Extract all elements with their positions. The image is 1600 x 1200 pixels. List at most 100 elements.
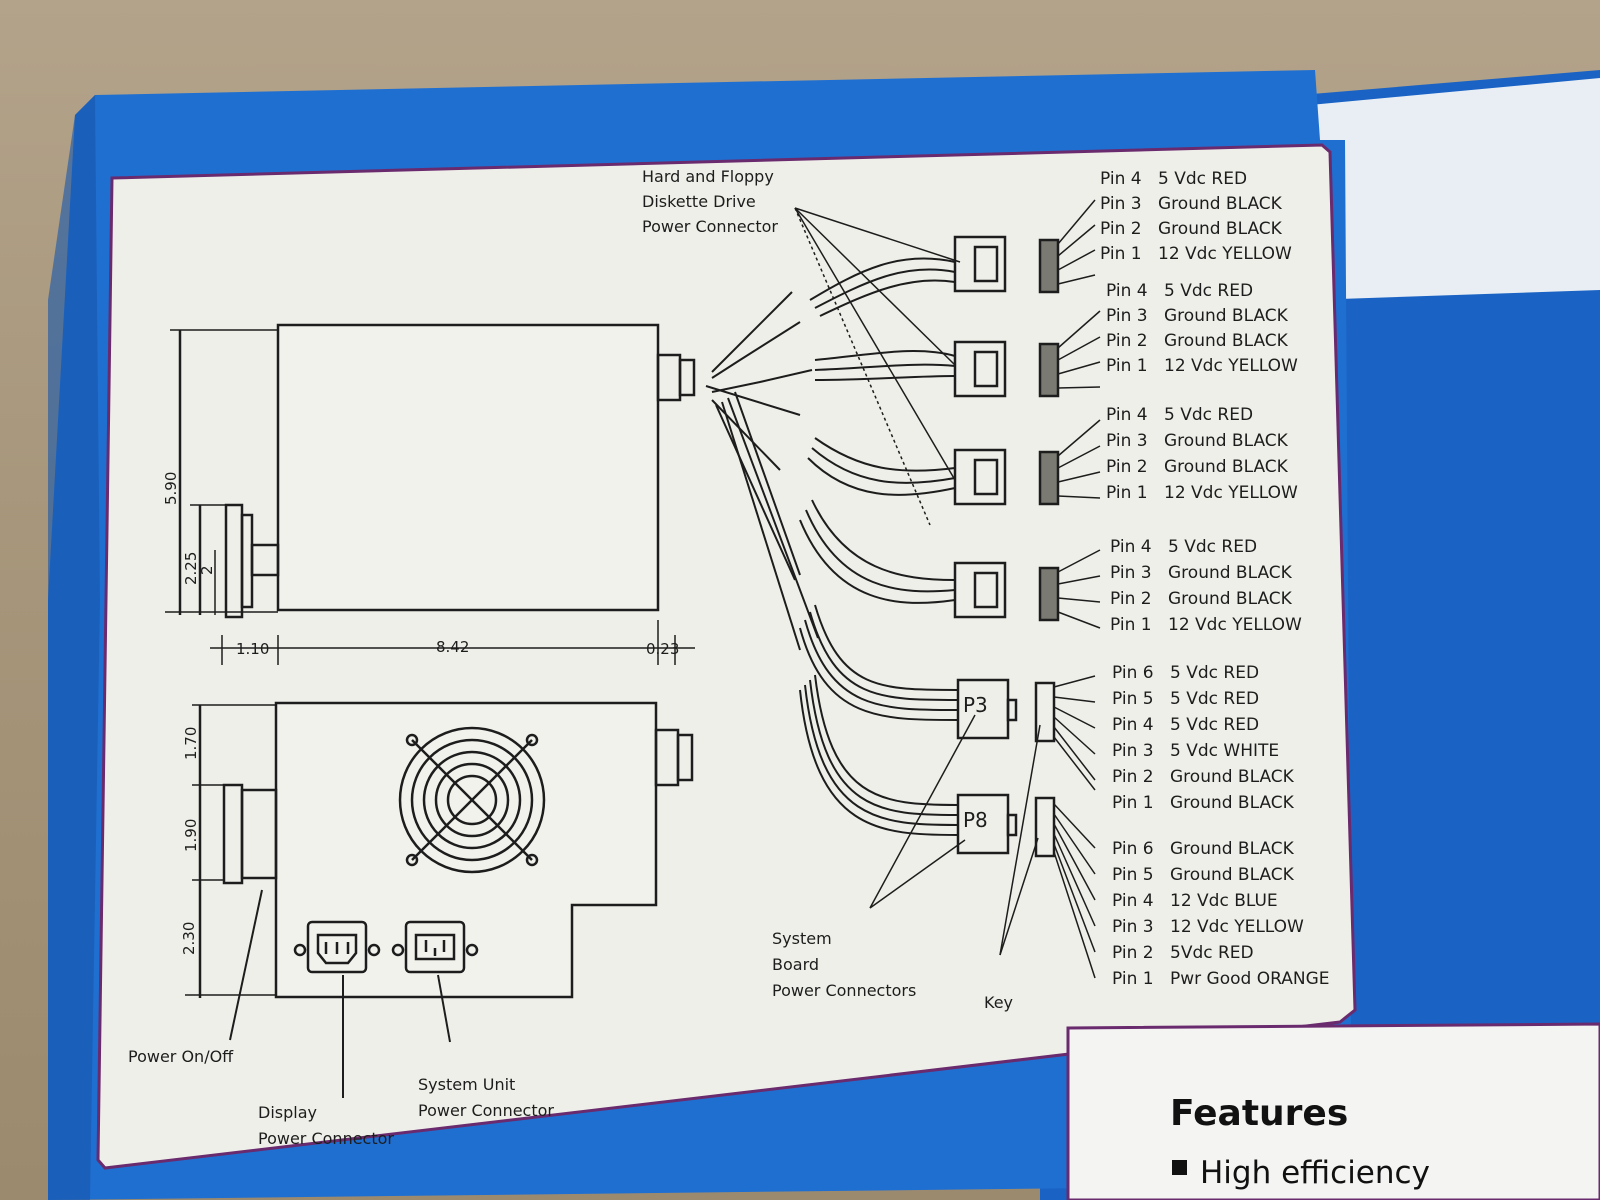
- pin-description: Ground BLACK: [1170, 793, 1295, 813]
- pin-number: Pin 3: [1106, 306, 1148, 326]
- bullet-icon: [1172, 1160, 1187, 1175]
- pin-description: 5Vdc RED: [1170, 943, 1254, 963]
- pin-description: 12 Vdc BLUE: [1170, 891, 1278, 911]
- pin-number: Pin 3: [1100, 194, 1142, 214]
- pin-table-p8: Pin 6 Ground BLACK Pin 5 Ground BLACK Pi…: [1112, 839, 1329, 989]
- pin-table-p3: Pin 6 5 Vdc RED Pin 5 5 Vdc RED Pin 4 5 …: [1112, 663, 1295, 813]
- board-caption-line-2: Board: [772, 955, 819, 974]
- pin-number: Pin 1: [1106, 356, 1148, 376]
- pin-number: Pin 3: [1112, 917, 1154, 937]
- pin-number: Pin 2: [1112, 767, 1154, 787]
- pin-description: 12 Vdc YELLOW: [1164, 356, 1298, 376]
- psu-top-switch: [250, 543, 280, 577]
- features-title: Features: [1170, 1093, 1348, 1134]
- pin-number: Pin 5: [1112, 689, 1154, 709]
- dim-length-label: 8.42: [436, 638, 469, 656]
- pin-description: Ground BLACK: [1170, 767, 1295, 787]
- box-face-shade: [48, 95, 100, 1200]
- box-lid-white: [1310, 78, 1600, 300]
- psu-rear-switch: [240, 788, 278, 880]
- pin-description: Pwr Good ORANGE: [1170, 969, 1329, 989]
- pin-number: Pin 4: [1106, 405, 1148, 425]
- pin-number: Pin 1: [1100, 244, 1142, 264]
- pin-description: Ground BLACK: [1164, 306, 1289, 326]
- system-unit-power-socket-icon: [391, 920, 479, 974]
- pin-number: Pin 1: [1110, 615, 1152, 635]
- pin-description: 5 Vdc RED: [1164, 405, 1253, 425]
- board-connector-p3: [956, 678, 1056, 743]
- display-connector-label-2: Power Connector: [258, 1129, 394, 1148]
- pin-description: Ground BLACK: [1168, 589, 1293, 609]
- dim-right-offset-label: 0.23: [646, 640, 679, 658]
- system-unit-label-2: Power Connector: [418, 1101, 554, 1120]
- pin-number: Pin 5: [1112, 865, 1154, 885]
- pin-description: 5 Vdc RED: [1170, 663, 1259, 683]
- dim-left-offset-label: 1.10: [236, 640, 269, 658]
- pin-number: Pin 4: [1112, 715, 1154, 735]
- board-connector-p8: [956, 793, 1056, 858]
- pin-table-drive-4: Pin 4 5 Vdc RED Pin 3 Ground BLACK Pin 2…: [1110, 537, 1302, 635]
- dim-switch-small-label: 2: [198, 565, 216, 575]
- pin-description: Ground BLACK: [1164, 431, 1289, 451]
- fan-icon: [398, 726, 546, 874]
- drive-connector-1: [953, 235, 1060, 294]
- pin-number: Pin 2: [1112, 943, 1154, 963]
- system-unit-label-1: System Unit: [418, 1075, 515, 1094]
- p3-label: P3: [963, 693, 988, 717]
- dim-lower-label: 2.30: [180, 922, 198, 955]
- psu-top-body: [276, 323, 660, 612]
- pin-number: Pin 3: [1112, 741, 1154, 761]
- pin-description: Ground BLACK: [1164, 457, 1289, 477]
- drive-connector-caption: Hard and Floppy Diskette Drive Power Con…: [642, 167, 778, 236]
- key-label: Key: [984, 993, 1013, 1012]
- pin-number: Pin 3: [1110, 563, 1152, 583]
- bottom-callouts: Power On/Off Display Power Connector Sys…: [128, 1047, 554, 1148]
- pin-description: Ground BLACK: [1158, 219, 1283, 239]
- dim-switch-label: 2.25: [182, 552, 200, 585]
- pin-description: 12 Vdc YELLOW: [1170, 917, 1304, 937]
- pin-number: Pin 2: [1100, 219, 1142, 239]
- pin-table-drive-1: Pin 4 5 Vdc RED Pin 3 Ground BLACK Pin 2…: [1100, 169, 1292, 264]
- psu-top-cable-grommet-ribs: [678, 358, 696, 397]
- psu-rear-body: [274, 701, 658, 999]
- drive-caption-line-3: Power Connector: [642, 217, 778, 236]
- psu-top-dimensions: 5.90 2.25 2 1.10 8.42 0.23: [162, 472, 679, 658]
- drive-connector-2: [953, 340, 1060, 398]
- pin-description: 12 Vdc YELLOW: [1164, 483, 1298, 503]
- pin-number: Pin 2: [1110, 589, 1152, 609]
- feature-item-high-efficiency: High efficiency: [1200, 1155, 1430, 1191]
- pin-number: Pin 1: [1106, 483, 1148, 503]
- board-connector-caption: System Board Power Connectors: [772, 929, 916, 1000]
- pin-description: 12 Vdc YELLOW: [1158, 244, 1292, 264]
- pin-description: 5 Vdc RED: [1164, 281, 1253, 301]
- drive-connector-3: [953, 448, 1060, 506]
- pin-number: Pin 1: [1112, 969, 1154, 989]
- board-caption-line-3: Power Connectors: [772, 981, 916, 1000]
- pin-number: Pin 6: [1112, 663, 1154, 683]
- psu-rear-view: [185, 701, 694, 1098]
- display-connector-label-1: Display: [258, 1103, 317, 1122]
- pin-description: 12 Vdc YELLOW: [1168, 615, 1302, 635]
- pin-description: 5 Vdc WHITE: [1170, 741, 1279, 761]
- pin-description: Ground BLACK: [1158, 194, 1283, 214]
- pin-number: Pin 4: [1112, 891, 1154, 911]
- pin-table-drive-2: Pin 4 5 Vdc RED Pin 3 Ground BLACK Pin 2…: [1106, 281, 1298, 376]
- pin-number: Pin 1: [1112, 793, 1154, 813]
- power-switch-label: Power On/Off: [128, 1047, 234, 1066]
- pin-description: Ground BLACK: [1170, 865, 1295, 885]
- dim-upper-label: 1.70: [182, 727, 200, 760]
- drive-pin-leaders: [1057, 199, 1101, 629]
- psu-rear-dimensions: 1.70 1.90 2.30: [180, 727, 200, 955]
- drive-connector-4: [953, 561, 1060, 622]
- pin-number: Pin 2: [1106, 331, 1148, 351]
- pin-table-drive-3: Pin 4 5 Vdc RED Pin 3 Ground BLACK Pin 2…: [1106, 405, 1298, 503]
- pin-number: Pin 3: [1106, 431, 1148, 451]
- p8-label: P8: [963, 808, 988, 832]
- drive-caption-line-1: Hard and Floppy: [642, 167, 774, 186]
- pin-description: 5 Vdc RED: [1170, 715, 1259, 735]
- pin-description: 5 Vdc RED: [1168, 537, 1257, 557]
- pin-number: Pin 6: [1112, 839, 1154, 859]
- pin-description: 5 Vdc RED: [1170, 689, 1259, 709]
- board-caption-line-1: System: [772, 929, 832, 948]
- dim-middle-label: 1.90: [182, 819, 200, 852]
